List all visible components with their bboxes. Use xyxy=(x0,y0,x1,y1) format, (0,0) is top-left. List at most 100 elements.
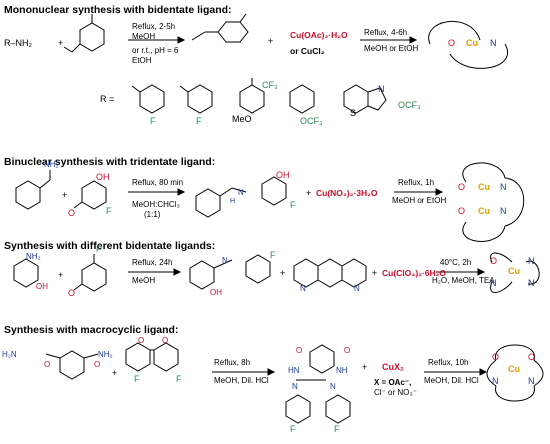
s4-metal-salt: CuX₂ xyxy=(382,362,404,372)
s3-plus-3: + xyxy=(372,268,378,278)
s1-cond-mid: MeOH xyxy=(132,32,156,41)
s2-cond2-bot: MeOH or EtOH xyxy=(392,196,447,205)
s4-macro-n2: N xyxy=(330,382,336,391)
s4-o1: O xyxy=(44,360,51,369)
s2-oh: OH xyxy=(96,172,110,182)
s1-cond-alt2: EtOH xyxy=(132,56,152,65)
s1-sub-f1: F xyxy=(150,116,156,126)
s1-metal-salt: Cu(OAc)₂·H₂O xyxy=(290,30,348,40)
s3-plus-2: + xyxy=(280,268,286,278)
s1-aldehyde-ring xyxy=(79,22,105,52)
s1-complex-arc-bottom xyxy=(449,43,508,69)
s4-macro-n1: N xyxy=(292,382,298,391)
s3-imine-f: F xyxy=(270,250,276,260)
section-title-binuclear: Binuclear synthesis with tridentate liga… xyxy=(4,156,216,168)
section-title-bidentate: Synthesis with different bidentate ligan… xyxy=(4,240,216,252)
s1-cu-center: Cu xyxy=(466,38,478,48)
s1-cond-alt: or r.t., pH = 6 xyxy=(132,46,179,55)
s4-cond-top: Reflux, 8h xyxy=(214,358,251,367)
s2-f: F xyxy=(106,206,112,216)
s3-oh: OH xyxy=(36,282,48,291)
s3-donor-n2: N xyxy=(490,278,497,288)
s3-donor-n1: N xyxy=(528,256,535,266)
s1-complex-arc-top xyxy=(428,20,481,45)
s4-plus-2: + xyxy=(362,362,368,372)
s4-macro-f1: F xyxy=(290,424,296,434)
s1-cond-top: Reflux, 2-5h xyxy=(132,22,176,31)
s1-amine-label: R–NH₂ xyxy=(4,38,32,48)
s4-macro-hn: HN xyxy=(288,366,300,375)
s2-hydrazone-oh: OH xyxy=(276,170,290,180)
s3-cu-center: Cu xyxy=(508,266,520,276)
s1-sub-cf3: CF₃ xyxy=(262,80,278,90)
s3-metal-salt: Cu(ClO₄)₂·6H₂O xyxy=(382,268,447,278)
s1-cond2-bot: MeOH or EtOH xyxy=(364,44,419,53)
s3-phen-n1: N xyxy=(300,284,306,293)
s2-donor-o1: O xyxy=(458,182,466,192)
s3-donor-o: O xyxy=(490,256,498,266)
s2-hydrazone-f: F xyxy=(290,200,296,210)
s4-x-def: X = OAc⁻, xyxy=(374,378,412,387)
s1-sub-s: S xyxy=(350,108,357,118)
s2-cu-1: Cu xyxy=(478,182,490,192)
s2-cond-ratio: (1:1) xyxy=(144,210,161,219)
s2-nh2: NH₂ xyxy=(44,160,59,169)
s1-donor-n: N xyxy=(490,38,497,48)
s1-sub-meo: MeO xyxy=(232,114,252,124)
s1-sub-n: N xyxy=(378,84,385,94)
s4-donor-n2: N xyxy=(528,376,535,386)
s4-macro-nh: NH xyxy=(336,366,348,375)
s3-phen-n2: N xyxy=(354,284,360,293)
s1-r-label: R = xyxy=(100,94,115,104)
s3-plus-1: + xyxy=(58,270,64,280)
s1-plus-1: + xyxy=(58,38,64,48)
s4-cond2-top: Reflux, 10h xyxy=(428,358,469,367)
s2-cond-bot: MeOH:CHCl₃ xyxy=(132,200,180,209)
s4-f2: F xyxy=(176,374,182,384)
s2-cond-top: Reflux, 80 min xyxy=(132,178,184,187)
s2-cond2-top: Reflux, 1h xyxy=(398,178,435,187)
s3-cond-bot: MeOH xyxy=(132,276,156,285)
s2-donor-o2: O xyxy=(458,206,466,216)
s3-f: F xyxy=(96,244,102,254)
s1-sub-ocf3-1: OCF₃ xyxy=(300,116,323,126)
s2-plus-2: + xyxy=(306,188,312,198)
s2-aldehyde-o: O xyxy=(68,208,76,218)
section-title-mononuclear: Mononuclear synthesis with bidentate lig… xyxy=(4,4,232,16)
s1-sub-ocf3-2: OCF₃ xyxy=(398,100,421,110)
s1-sub-f2: F xyxy=(196,116,202,126)
s4-macro-o1: O xyxy=(296,346,303,355)
s4-h2n: H₂N xyxy=(2,350,17,359)
s3-nh2: NH₂ xyxy=(26,252,41,261)
s2-hydrazone-n: N xyxy=(238,188,244,197)
s4-dione-o2: O xyxy=(162,336,169,345)
s2-donor-n1: N xyxy=(500,182,507,192)
s4-nh2: NH₂ xyxy=(98,350,113,359)
s2-donor-n2: N xyxy=(500,206,507,216)
s1-plus-2: + xyxy=(268,36,274,46)
s3-aldehyde-o: O xyxy=(68,288,76,298)
s4-donor-n1: N xyxy=(492,376,499,386)
s4-macro-f2: F xyxy=(334,424,340,434)
s4-dione-o1: O xyxy=(138,336,145,345)
s1-donor-o: O xyxy=(448,38,456,48)
s3-imine-n: N xyxy=(222,256,228,265)
s4-cond2-bot: MeOH, Dil. HCl xyxy=(424,376,479,385)
s4-donor-o1: O xyxy=(492,352,500,362)
s2-cu-2: Cu xyxy=(478,206,490,216)
s2-plus-1: + xyxy=(62,190,68,200)
s3-imine-oh: OH xyxy=(210,288,222,297)
s4-macro-o2: O xyxy=(344,346,351,355)
s4-donor-o2: O xyxy=(528,352,536,362)
s2-hydrazone-h: H xyxy=(230,198,236,205)
s3-cond2-bot: H₂O, MeOH, TEA xyxy=(432,276,495,285)
s3-cond2-top: 40°C, 2h xyxy=(440,258,472,267)
s4-plus-1: + xyxy=(112,368,118,378)
s1-metal-salt-alt: or CuCl₂ xyxy=(290,46,325,56)
s2-metal-salt: Cu(NO₃)₂·3H₂O xyxy=(316,188,378,198)
s4-o2: O xyxy=(94,360,101,369)
s4-f1: F xyxy=(134,374,140,384)
s4-cu-center: Cu xyxy=(508,364,520,374)
